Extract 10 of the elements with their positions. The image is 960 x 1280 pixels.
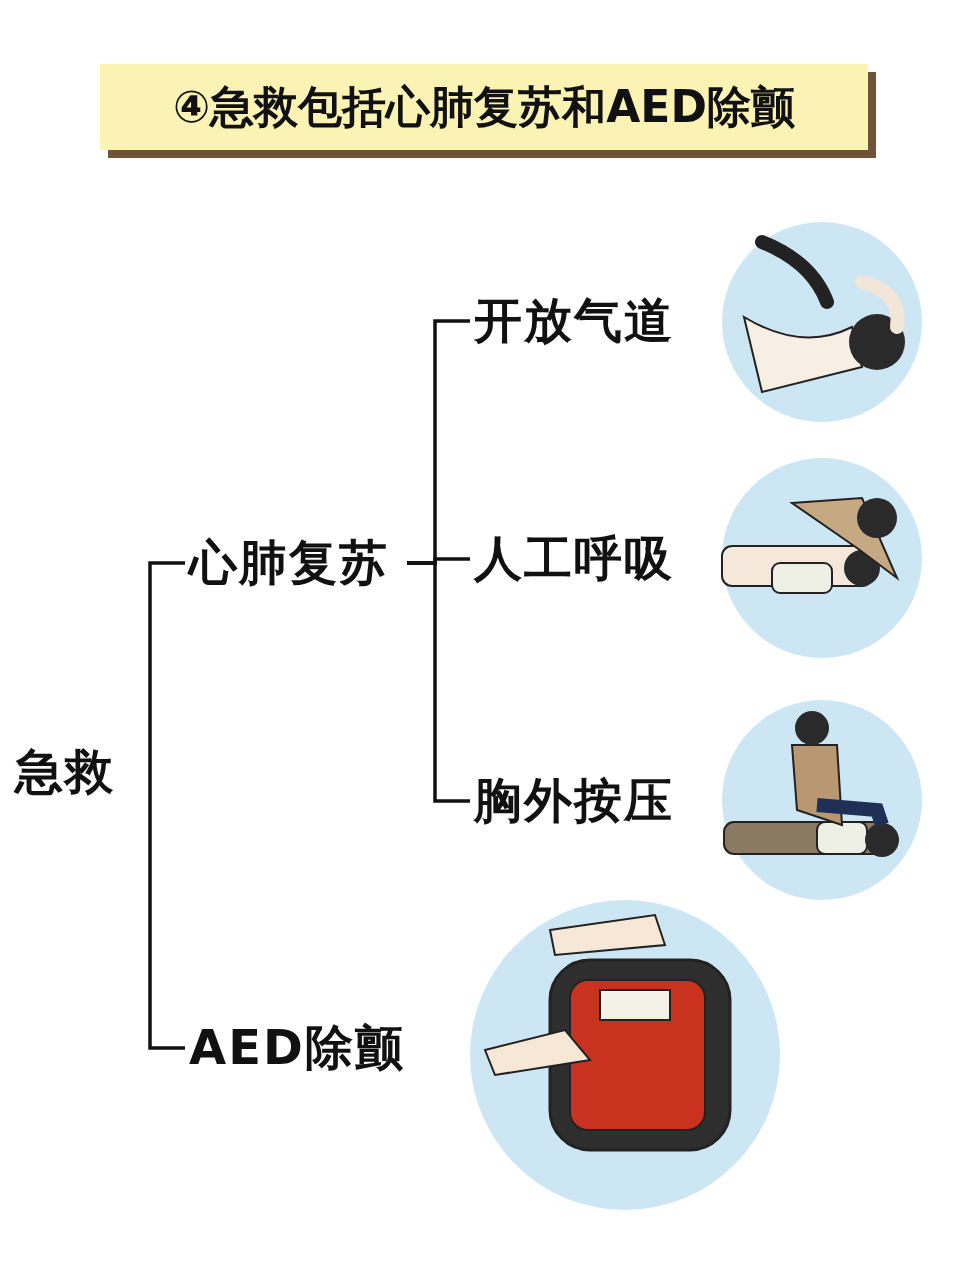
bracket-line [407,561,470,803]
branch-label: 人工呼吸 [474,529,674,588]
title: ④急救包括心肺复苏和AED除颤 [173,79,795,134]
branch-label: 胸外按压 [474,771,674,830]
branch-label: 开放气道 [474,291,674,350]
branch-label: 心肺复苏 [189,533,389,592]
branch-label: AED除颤 [189,1018,405,1077]
bracket-line [148,770,185,1050]
root-label: 急救 [15,742,115,801]
bracket-line [148,561,185,774]
